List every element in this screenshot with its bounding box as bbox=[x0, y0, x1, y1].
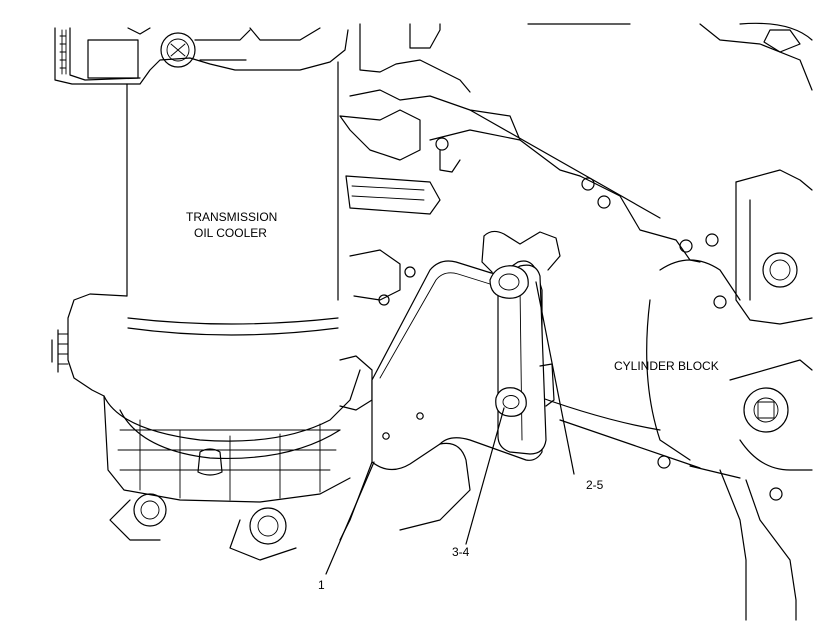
link-plate-and-bolts bbox=[481, 230, 561, 455]
leader-2-5 bbox=[535, 281, 575, 475]
callout-1: 1 bbox=[318, 578, 325, 592]
callout-2-5: 2-5 bbox=[586, 478, 604, 492]
leader-3-4 bbox=[465, 407, 505, 545]
leader-1 bbox=[325, 461, 375, 575]
cylinder-block bbox=[339, 22, 813, 621]
transmission-oil-cooler-label-line1: TRANSMISSION bbox=[186, 210, 278, 224]
oil-cooler-canister bbox=[51, 27, 361, 561]
callout-3-4: 3-4 bbox=[452, 545, 470, 559]
cylinder-block-label: CYLINDER BLOCK bbox=[614, 359, 719, 373]
transmission-oil-cooler-label-line2: OIL COOLER bbox=[194, 226, 267, 240]
callout-leaders bbox=[325, 281, 575, 575]
